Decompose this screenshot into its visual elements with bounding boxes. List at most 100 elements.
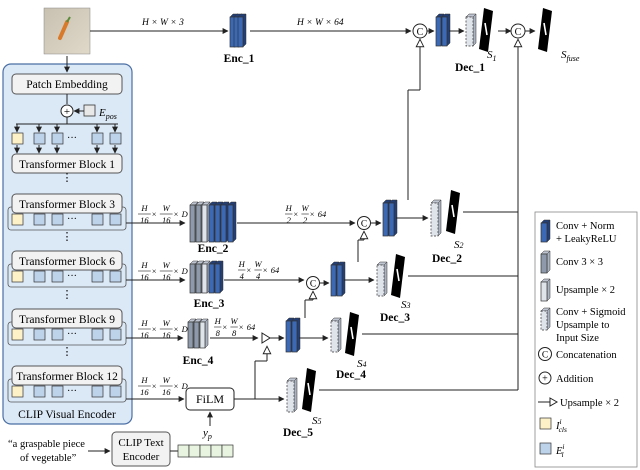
svg-text:W: W xyxy=(163,260,171,270)
cls-token xyxy=(11,213,24,226)
svg-text:16: 16 xyxy=(140,215,149,225)
decoder-stages: Enc_2Enc_3Enc_4H16×W16×DH16×W16×DH16×W16… xyxy=(126,31,518,439)
text-token xyxy=(177,444,190,458)
text-token xyxy=(221,444,234,458)
svg-text:64: 64 xyxy=(247,322,256,332)
patch-token xyxy=(91,270,104,283)
concat-node-stage-3 xyxy=(306,276,320,290)
svg-text:×: × xyxy=(174,381,179,391)
svg-text:···: ··· xyxy=(67,386,77,397)
addition-legend-item: +Addition xyxy=(538,371,594,385)
concat-node-stage-2 xyxy=(357,216,371,230)
cls-token xyxy=(11,328,24,341)
svg-text:H: H xyxy=(140,375,148,385)
clip-text-encoder-box xyxy=(111,431,171,467)
transformer-block-1 xyxy=(11,153,123,174)
conv-norm-block xyxy=(441,13,451,47)
legend-label: Conv 3 × 3 xyxy=(556,257,603,268)
svg-text:···: ··· xyxy=(67,214,77,225)
s3-label: S3 xyxy=(401,299,411,311)
legend-label: Upsample × 2 xyxy=(560,398,619,409)
patch-token xyxy=(51,270,64,283)
svg-text:H: H xyxy=(285,203,293,213)
text-token xyxy=(199,444,212,458)
stage-4-input-dims: H16×W16×D xyxy=(138,318,189,340)
svg-text:16: 16 xyxy=(140,387,149,397)
svg-text:···: ··· xyxy=(67,329,77,340)
stage-3-input-dims: H16×W16×D xyxy=(138,260,189,282)
s4-mask xyxy=(345,312,359,356)
svg-text:2: 2 xyxy=(303,215,308,225)
dec4-label: Dec_4 xyxy=(336,369,366,381)
legend-label: Upsample to xyxy=(556,320,609,331)
token-row: ··· xyxy=(11,328,122,341)
svg-text:×: × xyxy=(310,209,315,219)
legend-label: Upsample × 2 xyxy=(556,285,615,296)
prompt-line-2: of vegetable” xyxy=(20,453,77,464)
svg-text:16: 16 xyxy=(140,330,149,340)
transformer-block-5 xyxy=(11,365,123,386)
svg-text:4: 4 xyxy=(240,271,245,281)
svg-text:D: D xyxy=(181,324,189,334)
token-row: ··· xyxy=(11,385,122,398)
legend-label: Conv + Norm xyxy=(556,221,614,232)
svg-text:×: × xyxy=(263,265,268,275)
s3-mask xyxy=(391,254,405,298)
legend-box xyxy=(534,211,638,468)
svg-text:16: 16 xyxy=(162,330,171,340)
carrot-icon xyxy=(58,20,69,40)
cls-token xyxy=(11,132,24,145)
sigmoid-upsample-block xyxy=(286,377,298,413)
transformer-block-label: Transformer Block 12 xyxy=(16,371,118,383)
patch-token xyxy=(109,328,122,341)
svg-text:×: × xyxy=(293,209,298,219)
patch-token xyxy=(33,328,46,341)
top-input-dims: H × W × 3 xyxy=(141,18,184,28)
plus-symbol: + xyxy=(64,106,70,118)
patch-token xyxy=(33,385,46,398)
legend-label: + LeakyReLU xyxy=(556,234,617,245)
conv3x3-legend-item: Conv 3 × 3 xyxy=(540,250,603,274)
svg-text:×: × xyxy=(222,322,227,332)
svg-text:⋮: ⋮ xyxy=(62,231,73,243)
svg-text:H: H xyxy=(140,318,148,328)
upsample-arrow-node xyxy=(261,332,271,344)
conv-norm-block xyxy=(291,317,301,353)
conv-norm-block xyxy=(237,13,247,48)
top-mid-dims: H × W × 64 xyxy=(296,18,344,28)
legend-label: Conv + Sigmoid xyxy=(556,307,626,318)
conv-sigmoid-upsample-icon xyxy=(540,307,551,331)
text-token xyxy=(210,444,223,458)
yp-label: yp xyxy=(202,427,212,441)
sigmoid-upsample-block xyxy=(465,13,477,47)
patch-token xyxy=(51,213,64,226)
encoder-title: CLIP Visual Encoder xyxy=(18,409,116,421)
s1-label: S1 xyxy=(487,49,497,63)
svg-text:4: 4 xyxy=(256,271,261,281)
pos-embedding-token xyxy=(83,104,96,117)
sfuse-mask xyxy=(538,8,552,52)
sfuse-label: Sfuse xyxy=(561,49,580,63)
svg-text:D: D xyxy=(181,266,189,276)
svg-text:×: × xyxy=(246,265,251,275)
transformer-block-label: Transformer Block 9 xyxy=(19,314,115,326)
patch-token xyxy=(91,213,104,226)
svg-text:×: × xyxy=(152,209,157,219)
patch-embedding-label: Patch Embedding xyxy=(26,79,108,91)
enc1-label: Enc_1 xyxy=(224,53,255,65)
s2-label: S2 xyxy=(454,239,464,251)
dec3-label: Dec_3 xyxy=(380,312,410,324)
upsample2-legend-item: Upsample × 2 xyxy=(540,278,615,302)
stage-4-output-dims: H8×W8×64 xyxy=(214,316,256,338)
patch-token xyxy=(109,132,122,145)
upsample-block xyxy=(199,318,209,349)
svg-text:×: × xyxy=(174,209,179,219)
dec1-label: Dec_1 xyxy=(455,62,485,74)
film-label: FiLM xyxy=(196,392,224,406)
svg-text:D: D xyxy=(181,381,189,391)
enc2-label: Enc_2 xyxy=(198,243,229,255)
conv-norm-block xyxy=(227,201,237,243)
